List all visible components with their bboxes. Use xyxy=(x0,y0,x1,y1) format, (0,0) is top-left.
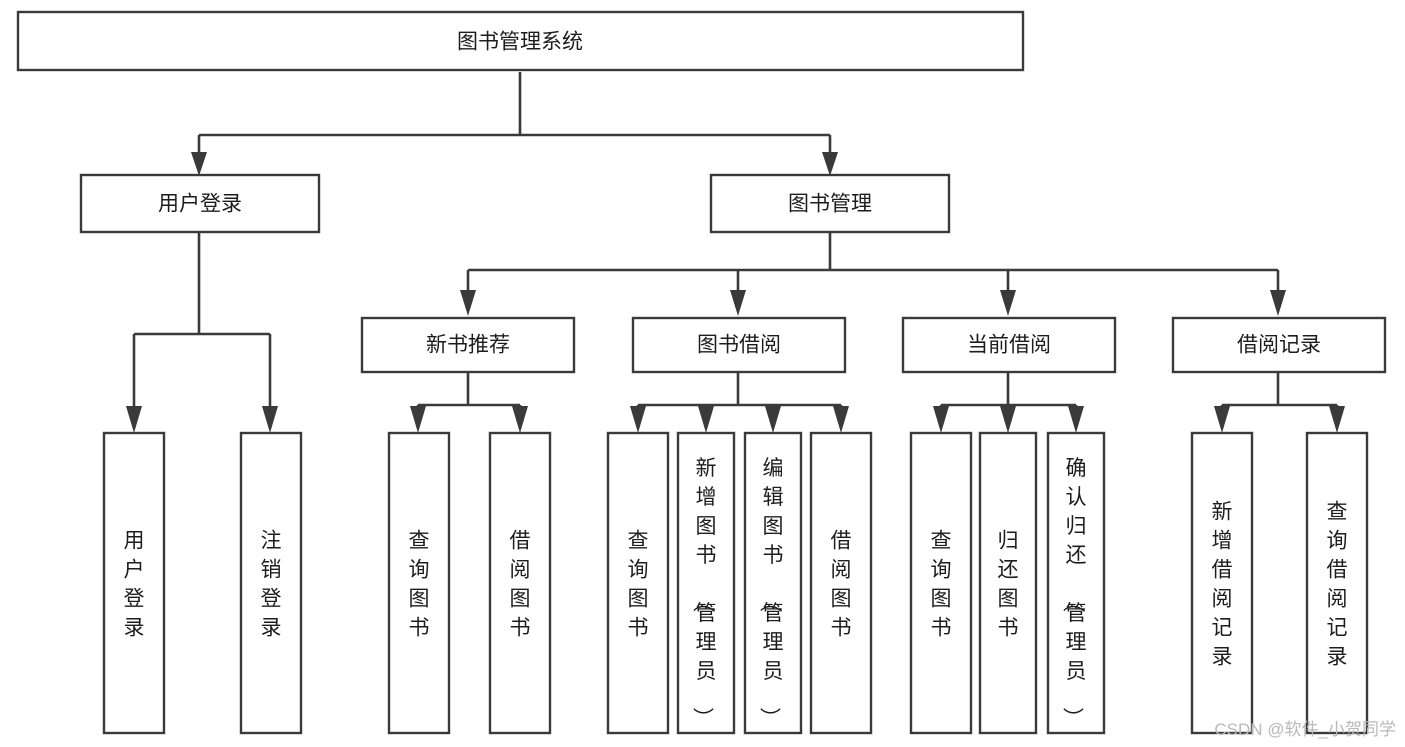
csdn-watermark: CSDN @软件_小贺同学 xyxy=(1214,720,1396,739)
current-borrow-box[interactable] xyxy=(901,316,1117,374)
leaf-label: 借阅图书 xyxy=(831,530,852,640)
arrow-book-borrow xyxy=(730,290,746,316)
node-borrow-record[interactable]: 借阅记录 xyxy=(1171,316,1387,374)
node-leaf[interactable]: 借阅图书 xyxy=(488,431,552,735)
leaf-box[interactable] xyxy=(1305,431,1369,735)
leaf-box[interactable] xyxy=(102,431,166,735)
leaf-label: 确认归还（管理员） xyxy=(1061,457,1087,728)
node-leaf[interactable]: 归还图书 xyxy=(978,431,1038,735)
node-leaf[interactable]: 用户登录 xyxy=(102,431,166,735)
leaf-box[interactable] xyxy=(1190,431,1254,735)
arrow-leaf-new-book-2 xyxy=(512,406,528,433)
user-login-label: 用户登录 xyxy=(158,193,242,216)
arrow-leaf-book-borrow-2 xyxy=(698,406,714,433)
root-box[interactable] xyxy=(16,10,1025,72)
leaf-box[interactable] xyxy=(239,431,303,735)
node-book-borrow[interactable]: 图书借阅 xyxy=(631,316,847,374)
node-leaf[interactable]: 确认归还（管理员） xyxy=(1046,431,1106,735)
book-borrow-box[interactable] xyxy=(631,316,847,374)
current-borrow-label: 当前借阅 xyxy=(967,334,1051,357)
arrow-leaf-current-borrow-3 xyxy=(1068,406,1084,433)
node-leaf[interactable]: 新增借阅记录 xyxy=(1190,431,1254,735)
node-leaf[interactable]: 注销登录 xyxy=(239,431,303,735)
leaf-label: 查询图书 xyxy=(628,530,649,640)
leaf-label: 查询图书 xyxy=(931,530,952,640)
leaf-label: 编辑图书（管理员） xyxy=(758,457,784,728)
root-label: 图书管理系统 xyxy=(457,31,583,54)
node-leaf[interactable]: 查询图书 xyxy=(387,431,451,735)
arrow-leaf-borrow-record-1 xyxy=(1214,406,1230,433)
leaf-box[interactable] xyxy=(606,431,670,735)
arrow-user-login xyxy=(191,152,207,176)
arrow-leaf-book-borrow-1 xyxy=(630,406,646,433)
user-login-box[interactable] xyxy=(79,173,321,234)
arrow-leaf-book-borrow-4 xyxy=(833,406,849,433)
leaf-box[interactable] xyxy=(676,431,736,735)
node-new-book-recommend[interactable]: 新书推荐 xyxy=(360,316,576,374)
arrow-leaf-new-book-1 xyxy=(410,406,426,433)
leaf-box[interactable] xyxy=(978,431,1038,735)
leaf-label: 归还图书 xyxy=(998,530,1019,640)
leaf-box[interactable] xyxy=(387,431,451,735)
leaf-label: 借阅图书 xyxy=(510,530,531,640)
node-current-borrow[interactable]: 当前借阅 xyxy=(901,316,1117,374)
node-leaf[interactable]: 查询图书 xyxy=(909,431,973,735)
connector-layer xyxy=(126,72,1345,433)
arrow-leaf-borrow-record-2 xyxy=(1329,406,1345,433)
arrow-leaf-current-borrow-1 xyxy=(933,406,949,433)
leaf-box[interactable] xyxy=(488,431,552,735)
arrow-book-manage xyxy=(822,152,838,176)
leaf-box[interactable] xyxy=(809,431,873,735)
arrow-leaf-book-borrow-3 xyxy=(765,406,781,433)
arrow-current-borrow xyxy=(1000,290,1016,316)
borrow-record-box[interactable] xyxy=(1171,316,1387,374)
node-leaf[interactable]: 新增图书（管理员） xyxy=(676,431,736,735)
arrow-new-book xyxy=(460,290,476,316)
borrow-record-label: 借阅记录 xyxy=(1237,334,1321,357)
node-leaf[interactable]: 借阅图书 xyxy=(809,431,873,735)
book-manage-box[interactable] xyxy=(709,173,951,234)
leaf-box[interactable] xyxy=(743,431,803,735)
node-leaf[interactable]: 编辑图书（管理员） xyxy=(743,431,803,735)
leaf-label: 查询借阅记录 xyxy=(1327,501,1348,669)
arrow-leaf-current-borrow-2 xyxy=(1000,406,1016,433)
book-borrow-label: 图书借阅 xyxy=(697,334,781,357)
node-leaf[interactable]: 查询图书 xyxy=(606,431,670,735)
arrow-borrow-record xyxy=(1270,290,1286,316)
node-leaf[interactable]: 查询借阅记录 xyxy=(1305,431,1369,735)
leaf-box[interactable] xyxy=(1046,431,1106,735)
node-user-login[interactable]: 用户登录 xyxy=(79,173,321,234)
leaf-label: 新增图书（管理员） xyxy=(691,457,717,728)
book-manage-label: 图书管理 xyxy=(788,193,872,216)
leaf-box[interactable] xyxy=(909,431,973,735)
arrow-leaf-user-login-1 xyxy=(126,406,142,433)
new-book-recommend-box[interactable] xyxy=(360,316,576,374)
leaf-label: 用户登录 xyxy=(124,530,145,640)
arrow-leaf-user-login-2 xyxy=(262,406,278,433)
leaf-label: 注销登录 xyxy=(261,530,282,640)
leaf-label: 查询图书 xyxy=(409,530,430,640)
leaf-label: 新增借阅记录 xyxy=(1212,501,1233,669)
node-root[interactable]: 图书管理系统 xyxy=(16,10,1025,72)
node-book-manage[interactable]: 图书管理 xyxy=(709,173,951,234)
new-book-recommend-label: 新书推荐 xyxy=(426,334,510,357)
